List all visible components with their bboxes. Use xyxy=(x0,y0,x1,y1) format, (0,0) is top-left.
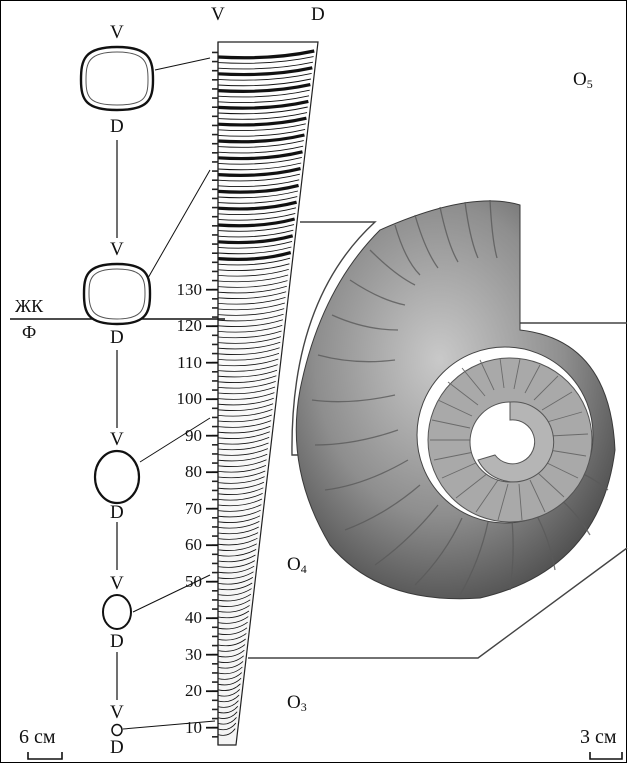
scale-bar-left xyxy=(28,752,62,759)
scale-bar-right xyxy=(590,752,622,759)
tick-label: 60 xyxy=(162,536,202,553)
dorsal-column-label: D xyxy=(311,5,325,24)
section-pointer xyxy=(148,170,210,278)
tick-label: 50 xyxy=(162,573,202,590)
section-2-bottom-label: D xyxy=(110,328,124,347)
zone-label-o3: O3 xyxy=(287,693,307,713)
whorl-section-4 xyxy=(103,595,131,629)
section-pointer xyxy=(155,58,210,70)
tick-label: 10 xyxy=(162,719,202,736)
scale-label-right: 3 см xyxy=(580,727,617,747)
section-1-top-label: V xyxy=(110,23,124,42)
section-3-bottom-label: D xyxy=(110,503,124,522)
section-5-bottom-label: D xyxy=(110,738,124,757)
whorl-section-2 xyxy=(84,264,150,324)
section-5-top-label: V xyxy=(110,703,124,722)
boundary-label-upper: ЖК xyxy=(15,297,43,315)
tick-label: 80 xyxy=(162,463,202,480)
whorl-section-5 xyxy=(112,725,122,736)
section-4-bottom-label: D xyxy=(110,632,124,651)
tick-label: 120 xyxy=(162,317,202,334)
major-ticks xyxy=(206,290,218,728)
zone-label-o5: O5 xyxy=(573,70,593,90)
minor-ticks xyxy=(212,52,218,736)
section-3-top-label: V xyxy=(110,430,124,449)
tick-label: 30 xyxy=(162,646,202,663)
ammonite-shell xyxy=(248,200,627,658)
whorl-section-1 xyxy=(81,47,153,110)
section-2-top-label: V xyxy=(110,240,124,259)
tick-label: 90 xyxy=(162,427,202,444)
tick-label: 20 xyxy=(162,682,202,699)
section-4-top-label: V xyxy=(110,574,124,593)
boundary-label-lower: Ф xyxy=(22,323,36,341)
tick-label: 40 xyxy=(162,609,202,626)
zone-label-o4: O4 xyxy=(287,555,307,575)
section-1-bottom-label: D xyxy=(110,117,124,136)
septa-axis xyxy=(206,42,218,745)
scale-label-left: 6 см xyxy=(19,727,56,747)
tick-label: 110 xyxy=(162,354,202,371)
whorl-section-3 xyxy=(95,451,139,503)
tick-label: 100 xyxy=(162,390,202,407)
tick-label: 70 xyxy=(162,500,202,517)
tick-label: 130 xyxy=(162,281,202,298)
ventral-column-label: V xyxy=(211,5,225,24)
